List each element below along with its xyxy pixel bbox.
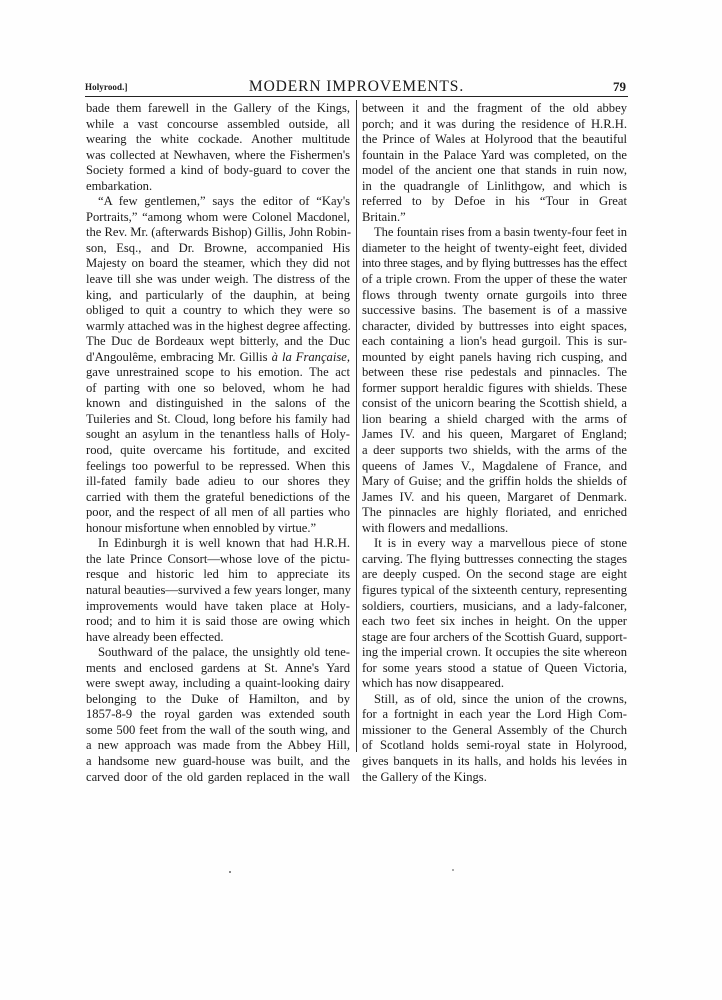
text-line: lion bearing a shield charged with the a…: [362, 411, 627, 426]
text-line: poor, and the respect of all men of all …: [86, 505, 350, 520]
text-line: the Rev. Mr. (afterwards Bishop) Gillis,…: [86, 225, 352, 240]
text-line: referred to by Defoe in his “Tour in Gre…: [362, 194, 627, 209]
text-line: the Gallery of the Kings.: [362, 769, 487, 784]
text-line: a new approach was made from the Abbey H…: [86, 738, 350, 753]
text-line: 1857-8-9 the royal garden was extended s…: [86, 707, 350, 722]
text-line: d'Angoulême, embracing Mr. Gillis à la F…: [86, 349, 350, 364]
scan-speck: [229, 871, 231, 873]
text-line: Society formed a kind of body-guard to c…: [86, 163, 350, 178]
text-line: embarkation.: [86, 178, 153, 193]
text-line: rood, quite overcame his fortitude, and …: [86, 443, 350, 458]
text-line: Southward of the palace, the unsightly o…: [98, 645, 350, 660]
text-line: Tuileries and St. Cloud, long before his…: [86, 411, 350, 426]
text-line: carried with them the grateful benedicti…: [86, 489, 350, 504]
text-line: some 500 feet from the wall of the south…: [86, 722, 350, 737]
text-line: which has now disappeared.: [362, 676, 504, 691]
text-line: James IV. and his queen, Margaret of Den…: [362, 489, 627, 504]
page-title: MODERN IMPROVEMENTS.: [248, 78, 465, 95]
text-line: Majesty on board the steamer, which they…: [86, 256, 350, 271]
text-line: The Duc de Bordeaux wept bitterly, and t…: [86, 334, 350, 349]
text-line: character, divided by buttresses into ei…: [362, 318, 627, 333]
text-line: carved door of the old garden replaced i…: [86, 769, 350, 784]
text-line: gave unrestrained scope to his emotion. …: [86, 365, 350, 380]
text-line: for some years stood a statue of Queen V…: [362, 660, 627, 675]
text-line: between it and the fragment of the old a…: [362, 101, 627, 115]
text-line: It is in every way a marvellous piece of…: [374, 536, 627, 551]
text-line: queens of James V., Magdalene of France,…: [362, 458, 627, 473]
text-line: bade them farewell in the Gallery of the…: [86, 101, 350, 115]
text-line: James IV. and his queen, Margaret of Eng…: [362, 427, 627, 442]
text-line: belonging to the Duke of Hamilton, and b…: [86, 691, 350, 706]
text-line: into three stages, and by flying buttres…: [362, 256, 627, 271]
text-line: missioner to the General Assembly of the…: [362, 722, 627, 737]
text-line: model of the ancient one that stands in …: [362, 163, 627, 178]
text-line: son, Esq., and Dr. Browne, accompanied H…: [86, 240, 350, 255]
text-line: figures typical of the sixteenth century…: [362, 582, 627, 597]
text-line: soldiers, courtiers, musicians, and a la…: [362, 598, 627, 613]
text-line: ill-fated family bade adieu to our shore…: [86, 474, 350, 489]
text-line: wearing the white cockade. Another multi…: [86, 132, 350, 147]
text-line: Portraits,” “among whom were Colonel Mac…: [86, 209, 350, 224]
text-line: Still, as of old, since the union of the…: [374, 691, 627, 706]
text-line: for a fortnight in each year the Lord Hi…: [362, 707, 627, 722]
text-line: flows through twenty ornate gurgoils int…: [362, 287, 627, 302]
text-line: Mary of Guise; and the griffin holds the…: [362, 474, 627, 489]
text-line: “A few gentlemen,” says the editor of “K…: [98, 194, 350, 209]
section-label: Holyrood.]: [85, 82, 128, 92]
text-line: feelings too powerful to be repressed. W…: [86, 458, 350, 473]
text-line: sought an asylum in the tenantless halls…: [86, 427, 350, 442]
text-line: a handsome new guard-house was built, an…: [86, 753, 350, 768]
column-divider: [356, 100, 357, 752]
text-line: The pinnacles are highly floriated, and …: [362, 505, 627, 520]
text-line: of a triple crown. From the upper of the…: [362, 272, 627, 287]
text-line: while a vast concourse assembled outside…: [86, 116, 350, 131]
text-line: porch; and it was during the residence o…: [362, 116, 627, 131]
text-line: Britain.”: [362, 209, 406, 224]
text-line: in the quadrangle of Linlithgow, and whi…: [362, 178, 627, 193]
text-line: ing the imperial crown. It occupies the …: [362, 645, 627, 660]
text-line: resque and historic led him to appreciat…: [86, 567, 350, 582]
text-line: a deer supports two shields, with the ar…: [362, 443, 627, 458]
text-line: rood; and to him it is said those are ow…: [86, 614, 350, 629]
text-line: were swept away, including a quaint-look…: [86, 676, 350, 691]
text-line: carving. The flying buttresses connectin…: [362, 551, 627, 566]
text-line: natural beauties—survived a few years lo…: [86, 582, 351, 597]
scan-speck: [452, 869, 454, 871]
text-line: leave till she was under weigh. The dist…: [86, 272, 350, 287]
text-line: was collected at Newhaven, where the Fis…: [86, 147, 350, 162]
text-line: the Prince of Wales at Holyrood that the…: [362, 132, 627, 147]
text-line: former support heraldic figures with shi…: [362, 380, 627, 395]
text-line: known and distinguished in the salons of…: [86, 396, 350, 411]
text-line: gives banquets in its halls, and holds h…: [362, 753, 627, 768]
text-line: In Edinburgh it is well known that had H…: [98, 536, 350, 551]
text-line: are deeply cusped. On the second stage a…: [362, 567, 627, 582]
text-line: have already been effected.: [86, 629, 224, 644]
text-line: each two feet six inches in height. On t…: [362, 614, 627, 629]
left-column: bade them farewell in the Gallery of the…: [86, 101, 352, 785]
right-column: between it and the fragment of the old a…: [362, 101, 627, 785]
text-line: mounted by eight panels having rich cusp…: [362, 349, 627, 364]
text-line: the late Prince Consort—whose love of th…: [86, 551, 350, 566]
text-line: honour misfortune when ennobled by virtu…: [86, 520, 317, 535]
text-line: each containing a lion's head gurgoil. T…: [362, 334, 627, 349]
text-line: between these rise pedestals and pinnacl…: [362, 365, 627, 380]
text-line: king, and particularly of the dauphin, a…: [86, 287, 350, 302]
text-line: with flowers and medallions.: [362, 520, 509, 535]
text-line: fountain in the Palace Yard was complete…: [362, 147, 627, 162]
text-line: ments and enclosed gardens at St. Anne's…: [86, 660, 350, 675]
text-line: of parting with one so beloved, whom he …: [86, 380, 350, 395]
text-line: of Scotland holds semi-royal state in Ho…: [362, 738, 627, 753]
text-line: The fountain rises from a basin twenty-f…: [374, 225, 627, 240]
running-head: Holyrood.] MODERN IMPROVEMENTS. 79: [85, 78, 628, 97]
text-line: diameter to the height of twenty-eight f…: [362, 240, 627, 255]
text-line: stage are four archers of the Scottish G…: [362, 629, 627, 644]
text-line: warmly attached was in the highest degre…: [86, 318, 351, 333]
text-line: improvements would have taken place at H…: [86, 598, 350, 613]
text-line: consist of the unicorn bearing the Scott…: [362, 396, 627, 411]
text-line: obliged to quit a country to which they …: [86, 303, 350, 318]
page-number: 79: [613, 79, 626, 94]
text-line: successive basins. The basement is of a …: [362, 303, 627, 318]
